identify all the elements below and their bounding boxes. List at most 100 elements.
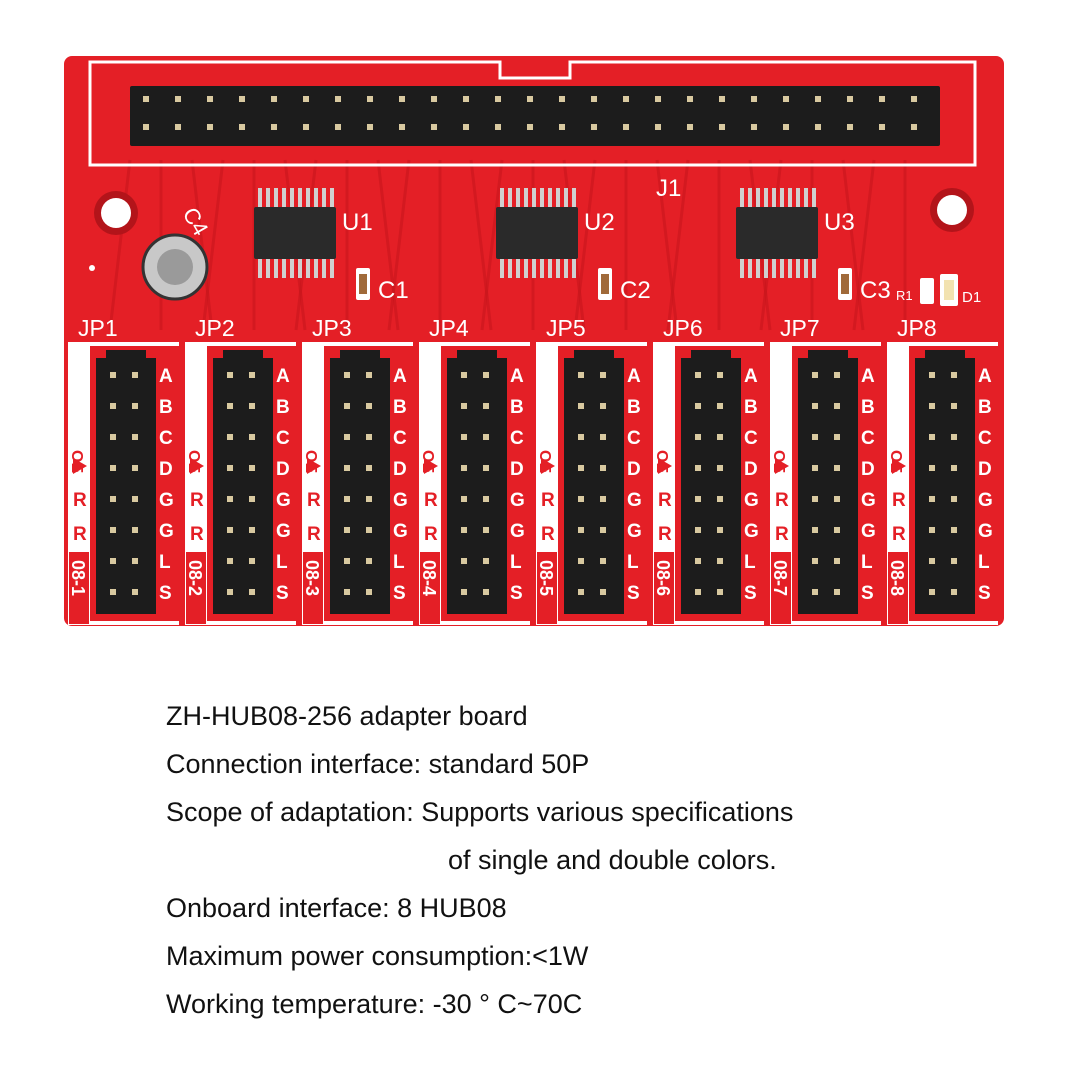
pin-letter: L	[510, 552, 522, 573]
ic-pin	[812, 188, 816, 207]
port-id-bg	[186, 552, 206, 624]
smd-capacitor-body	[841, 274, 849, 294]
pin-letter: L	[627, 552, 639, 573]
hub08-pin	[483, 589, 489, 595]
hub08-pin	[834, 527, 840, 533]
hub08-pin	[110, 372, 116, 378]
j1-pin	[719, 96, 725, 102]
hub08-header	[915, 358, 975, 614]
j1-pin	[879, 124, 885, 130]
hub08-pin	[812, 434, 818, 440]
ic-chip	[254, 207, 336, 259]
pcb-trace	[852, 159, 876, 331]
pin-letter: C	[276, 428, 290, 449]
pin-letter: S	[276, 583, 289, 604]
pin-letter-r: R	[541, 524, 555, 545]
pin1-arrow-icon	[424, 458, 438, 474]
hub08-pin	[344, 558, 350, 564]
j1-pin	[335, 124, 341, 130]
pin-letter: C	[744, 428, 758, 449]
ic-pin	[322, 188, 326, 207]
hub08-pin	[227, 496, 233, 502]
pin-letter: B	[861, 397, 875, 418]
j1-pin	[783, 96, 789, 102]
ic-pin	[516, 188, 520, 207]
pin1-arrow-icon	[307, 458, 321, 474]
spec-temperature: Working temperature: -30 ° C~70C	[166, 989, 583, 1019]
pin-letter-r: R	[892, 524, 906, 545]
hub08-pin	[132, 372, 138, 378]
ic-pin	[796, 188, 800, 207]
hub08-pin	[249, 558, 255, 564]
chip-label: U1	[342, 209, 373, 236]
ic-pin	[322, 259, 326, 278]
pin-letter-r: R	[658, 490, 672, 511]
hub08-pin	[695, 527, 701, 533]
hub08-pin	[461, 558, 467, 564]
j1-pin	[527, 124, 533, 130]
pcb-trace	[376, 159, 400, 331]
hub08-pin	[834, 403, 840, 409]
hub08-pin	[929, 558, 935, 564]
pin-letter: C	[510, 428, 524, 449]
hub08-pin	[812, 496, 818, 502]
pin-letter: C	[393, 428, 407, 449]
hub08-pin	[578, 372, 584, 378]
hub08-pin	[834, 434, 840, 440]
hub08-pin	[483, 465, 489, 471]
pin-letter: B	[393, 397, 407, 418]
hub08-header	[798, 358, 858, 614]
pin-letter: S	[861, 583, 874, 604]
pin-letter: B	[978, 397, 992, 418]
ic-pin	[788, 188, 792, 207]
port-id-bg	[69, 552, 89, 624]
ic-pin	[524, 188, 528, 207]
hub08-pin	[929, 403, 935, 409]
ic-pin	[772, 188, 776, 207]
hub08-pin	[578, 434, 584, 440]
ic-pin	[314, 188, 318, 207]
ic-pin	[330, 259, 334, 278]
j1-pin	[303, 96, 309, 102]
pin-letter: L	[978, 552, 990, 573]
hub08-header	[447, 358, 507, 614]
j1-pin	[495, 124, 501, 130]
ic-pin	[788, 259, 792, 278]
j1-pin	[591, 96, 597, 102]
pin-letter: G	[978, 490, 993, 511]
j1-pin	[271, 96, 277, 102]
port-label: JP8	[897, 315, 937, 341]
j1-pin	[239, 124, 245, 130]
pin-letter: A	[510, 366, 524, 387]
spec-interface: Connection interface: standard 50P	[166, 749, 590, 779]
hub08-pin	[929, 434, 935, 440]
hub08-pin	[695, 496, 701, 502]
hub08-pin	[461, 434, 467, 440]
hub08-pin	[951, 527, 957, 533]
hub08-pin	[366, 589, 372, 595]
hub08-header	[330, 358, 390, 614]
ic-pin	[556, 259, 560, 278]
pcb-trace	[190, 159, 214, 331]
j1-pin	[207, 96, 213, 102]
pin-letter-r: R	[190, 490, 204, 511]
spec-list: ZH-HUB08-256 adapter board Connection in…	[166, 696, 1026, 1032]
pin-letter: D	[744, 459, 758, 480]
hub08-pin	[249, 434, 255, 440]
pin-letter: L	[744, 552, 756, 573]
pin-letter: G	[276, 521, 291, 542]
hub08-pin	[461, 372, 467, 378]
j1-pin	[623, 96, 629, 102]
pin-letter: G	[276, 490, 291, 511]
j1-pin	[911, 124, 917, 130]
pin-letter: C	[627, 428, 641, 449]
j1-pin	[335, 96, 341, 102]
hub08-pin	[951, 496, 957, 502]
hub08-pin	[929, 527, 935, 533]
hub08-pin	[600, 558, 606, 564]
pin-letter-r: R	[307, 490, 321, 511]
hub08-pin	[929, 496, 935, 502]
led-d1-body	[944, 280, 954, 300]
hub08-pin	[717, 465, 723, 471]
pin-letter: G	[510, 490, 525, 511]
